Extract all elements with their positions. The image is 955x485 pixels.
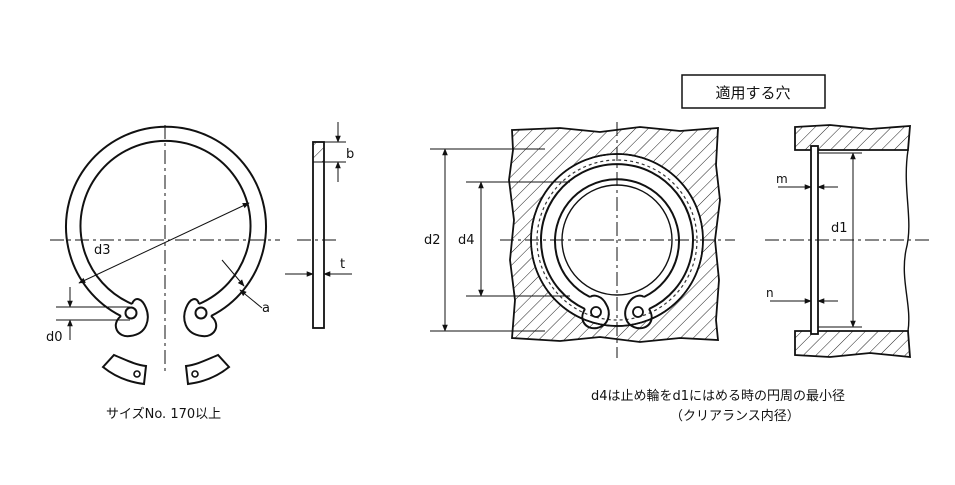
detail-right-hole <box>191 370 199 378</box>
housing-front-view: d2 d4 <box>424 122 735 358</box>
d4-label: d4 <box>458 233 475 248</box>
a-arrow-lower <box>239 289 263 309</box>
note-line-1: d4は止め輪をd1にはめる時の円周の最小径 <box>591 388 845 404</box>
detail-segment-right <box>184 353 231 386</box>
ring-side-view: b t <box>285 122 354 329</box>
break-line <box>903 149 910 332</box>
lug-section-hatch <box>312 141 325 163</box>
right-lug <box>183 298 218 338</box>
title-frame <box>681 74 826 109</box>
ring-outer-edge <box>65 125 267 317</box>
installed-ring-outer <box>540 163 694 310</box>
ring-front-view: d3 d0 a サイズNo. 170以上 <box>46 125 280 422</box>
ring-side-profile <box>312 141 325 329</box>
note-line-2: （クリアランス内径） <box>670 408 800 424</box>
n-label: n <box>766 286 774 300</box>
m-label: m <box>776 172 788 186</box>
groove-hidden-line <box>536 159 698 321</box>
installed-left-hole <box>590 306 602 318</box>
d0-label: d0 <box>46 330 63 345</box>
detail-left-hole <box>133 370 141 378</box>
d1-label: d1 <box>831 221 848 236</box>
d3-dimension-line <box>78 202 250 284</box>
size-caption: サイズNo. 170以上 <box>106 406 221 422</box>
housing-section-view: d1 m n <box>765 124 930 359</box>
d3-label: d3 <box>94 243 111 258</box>
b-label: b <box>346 147 354 162</box>
installed-right-hole <box>632 306 644 318</box>
upper-wall-section <box>794 124 911 151</box>
d2-label: d2 <box>424 233 441 248</box>
detail-segment-left <box>101 353 148 386</box>
installed-right-lug <box>624 294 653 330</box>
installed-left-lug <box>581 294 610 330</box>
title-box: 適用する穴 <box>681 74 826 109</box>
title-text: 適用する穴 <box>715 84 790 102</box>
t-label: t <box>340 257 345 272</box>
left-lug <box>114 298 149 338</box>
left-lug-hole <box>124 306 138 320</box>
clearance-note: d4は止め輪をd1にはめる時の円周の最小径 （クリアランス内径） <box>591 388 845 424</box>
right-lug-hole <box>194 306 208 320</box>
a-label: a <box>262 301 270 316</box>
a-arrow-upper <box>221 259 245 287</box>
